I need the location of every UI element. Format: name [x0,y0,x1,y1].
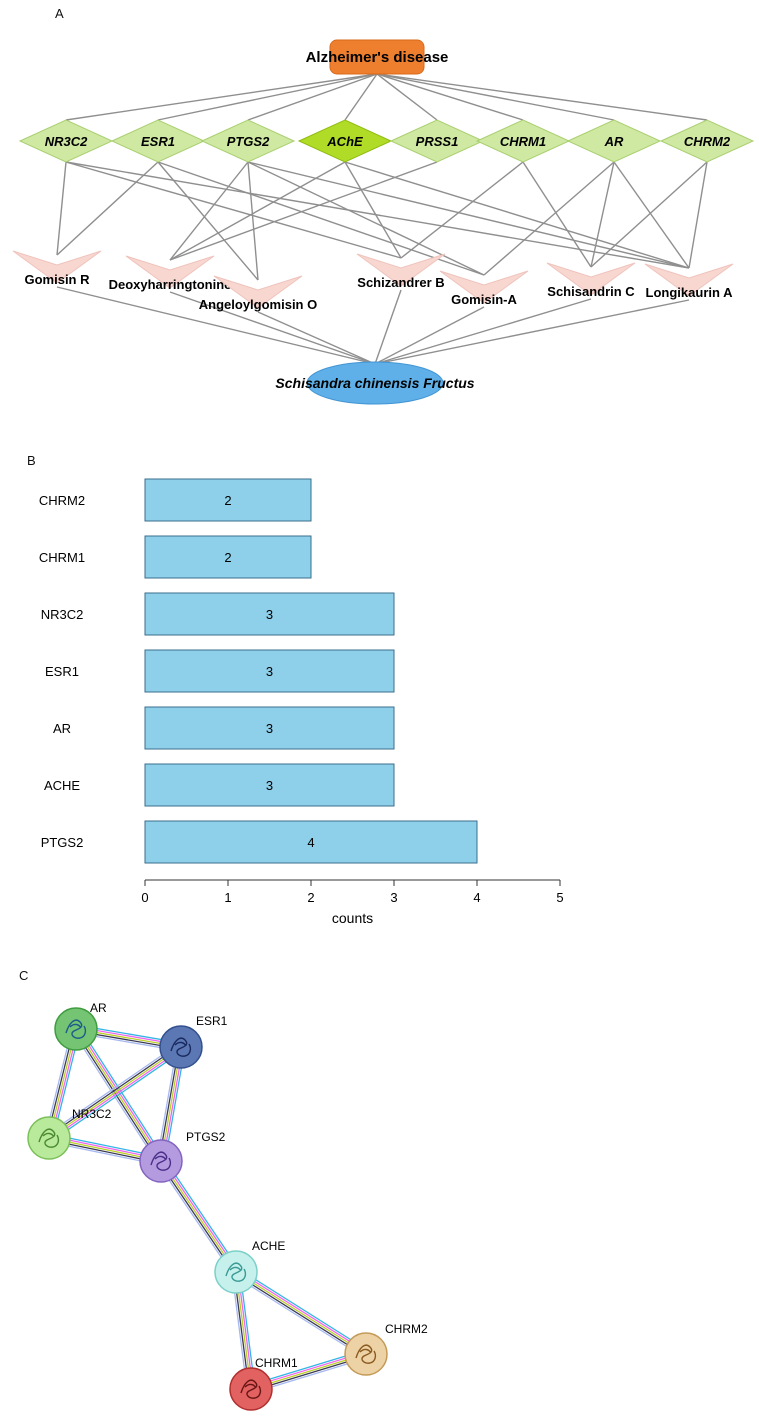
protein-structure-glyph [240,1379,262,1399]
ppi-node-ESR1 [159,1025,203,1069]
protein-structure-glyph [65,1019,87,1039]
ppi-node-label: CHRM2 [385,1322,428,1336]
bar-ESR1 [144,649,395,693]
ppi-node-AR [54,1007,98,1051]
ppi-edge-ESR1-NR3C2 [46,1043,184,1142]
compound-node-Angeloylgomisin-O [213,275,303,309]
bar-value-label: 3 [266,721,273,736]
protein-structure-glyph [355,1344,377,1364]
protein-structure-glyph [38,1128,60,1148]
ppi-node-label: AR [90,1001,107,1015]
bar-category-label: CHRM2 [39,493,85,508]
compound-label: Deoxyharringtonine [109,277,232,292]
source-herb-node [306,361,444,405]
target-label: CHRM2 [684,134,731,149]
bar-category-label: ACHE [44,778,80,793]
bar-ACHE [144,763,395,807]
compound-node-Gomisin-R [12,250,102,284]
bar-value-label: 3 [266,778,273,793]
ppi-edge-ACHE-CHRM2 [233,1268,369,1358]
compound-node-Schizandrer-B [356,253,446,287]
x-tick-label: 3 [390,890,397,905]
ppi-node-label: ACHE [252,1239,285,1253]
bar-category-label: NR3C2 [41,607,84,622]
x-axis [144,879,561,886]
compound-label: Schizandrer B [357,275,444,290]
compound-node-Deoxyharringtonine [125,255,215,289]
target-label: CHRM1 [500,134,546,149]
target-label: AR [604,134,624,149]
panel-b-label: B [27,453,36,468]
protein-structure-glyph [225,1262,247,1282]
ppi-node-ACHE [214,1250,258,1294]
compound-label: Schisandrin C [547,284,635,299]
bar-value-label: 3 [266,607,273,622]
bar-category-label: AR [53,721,71,736]
bar-category-label: CHRM1 [39,550,85,565]
compound-node-Schisandrin-C [546,262,636,296]
bar-PTGS2 [144,820,478,864]
x-tick-label: 2 [307,890,314,905]
x-tick-label: 4 [473,890,480,905]
ppi-node-PTGS2 [139,1139,183,1183]
compound-label: Angeloylgomisin O [199,297,317,312]
panel-a-label: A [55,6,64,21]
ppi-node-label: NR3C2 [72,1107,112,1121]
source-herb-label: Schisandra chinensis Fructus [275,375,474,391]
x-tick-label: 5 [556,890,563,905]
network-a-edges [56,73,708,365]
target-label: PRSS1 [416,134,459,149]
bar-category-label: PTGS2 [41,835,84,850]
x-tick-label: 1 [224,890,231,905]
bar-AR [144,706,395,750]
ppi-edge-PTGS2-ACHE [157,1158,240,1275]
ppi-node-CHRM2 [344,1332,388,1376]
target-label: PTGS2 [227,134,270,149]
bar-CHRM2 [144,478,312,522]
compound-label: Gomisin-A [451,292,517,307]
x-axis-title: counts [332,910,373,926]
disease-node [329,39,425,75]
protein-structure-glyph [150,1151,172,1171]
panel-c-label: C [19,968,29,983]
compound-label: Gomisin R [24,272,90,287]
compound-node-Gomisin-A [439,270,529,304]
bar-value-label: 2 [224,493,231,508]
bar-category-label: ESR1 [45,664,79,679]
compound-label: Longikaurin A [646,285,734,300]
ppi-node-label: CHRM1 [255,1356,298,1370]
bar-NR3C2 [144,592,395,636]
compound-node-Longikaurin-A [644,263,734,297]
target-node-PTGS2 [200,119,296,163]
ppi-node-label: ESR1 [196,1014,228,1028]
ppi-node-NR3C2 [27,1116,71,1160]
bar-value-label: 2 [224,550,231,565]
protein-structure-glyph [170,1037,192,1057]
ppi-node-label: PTGS2 [186,1130,226,1144]
bar-value-label: 4 [307,835,314,850]
target-label: NR3C2 [45,134,88,149]
target-label: AChE [326,134,363,149]
bar-CHRM1 [144,535,312,579]
bar-value-label: 3 [266,664,273,679]
x-tick-label: 0 [141,890,148,905]
ppi-node-CHRM1 [229,1367,273,1411]
disease-label: Alzheimer's disease [306,49,449,66]
target-label: ESR1 [141,134,175,149]
target-node-CHRM2 [659,119,755,163]
